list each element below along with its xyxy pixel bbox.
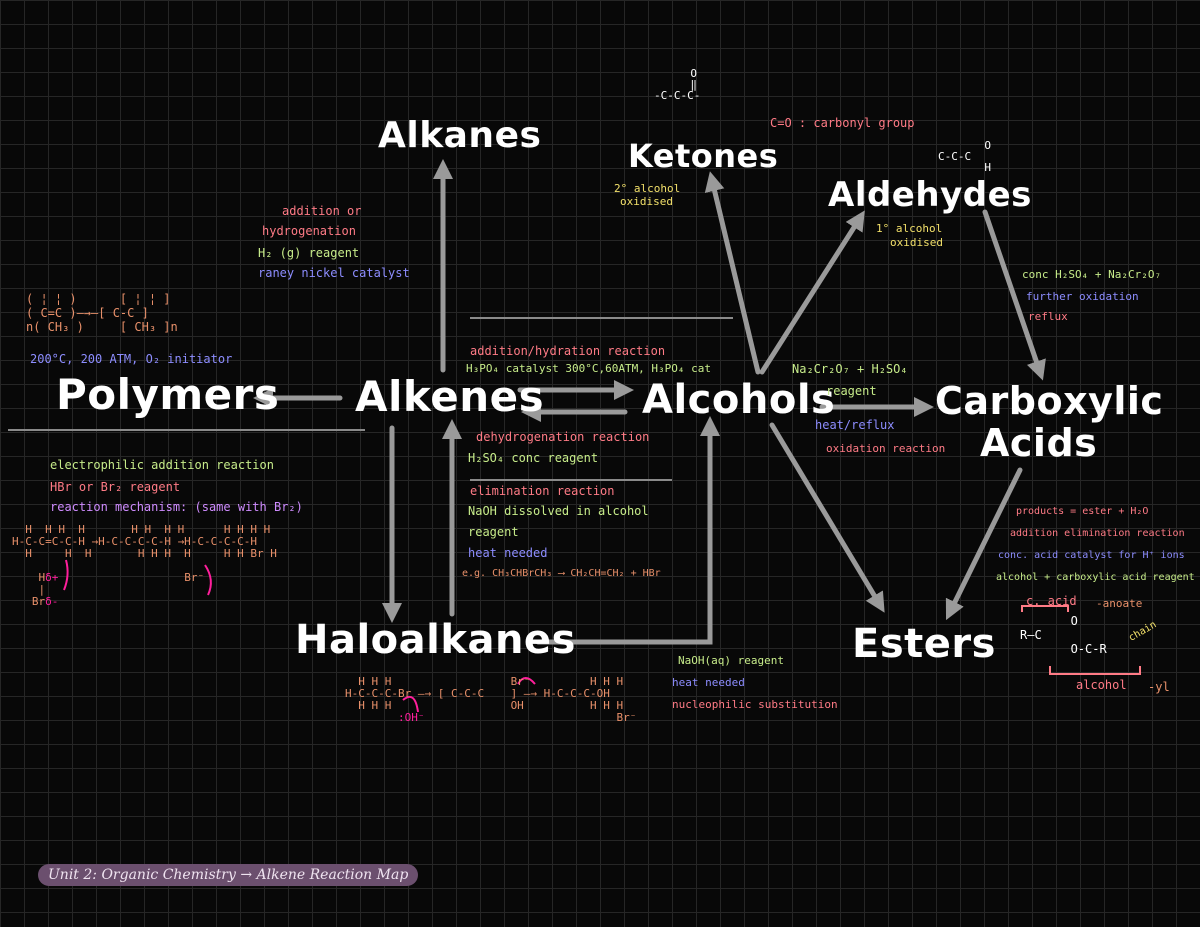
footer-title: Unit 2: Organic Chemistry → Alkene React… (38, 864, 419, 886)
substitution-structures: H H H Br⁻ H H H H-C-C-C-Br —→ [ C-C-C ] … (345, 675, 637, 724)
arrow-aldehydes-to-carboxylic (982, 209, 1046, 381)
ester-note-reagent: alcohol + carboxylic acid reagent (996, 572, 1195, 583)
hydration-note-catalyst: H₃PO₄ catalyst 300°C,60ATM, H₃PO₄ cat (466, 362, 712, 375)
ester-acid-bracket (1021, 605, 1069, 612)
mechanism-curly-arrow-1 (63, 559, 69, 591)
node-carboxylic-acids-line2: Acids (980, 421, 1098, 465)
polymer-structure: ( ¦ ¦ ) [ ¦ ¦ ] ( C=C )—→—[ C-C ] n( CH₃… (26, 292, 178, 334)
carboxylic-note-further: further oxidation (1026, 290, 1139, 303)
ester-label-anoate: -anoate (1096, 597, 1143, 610)
hydration-note-reaction: addition/hydration reaction (470, 344, 666, 358)
elimination-note-naoh: NaOH dissolved in alcohol (468, 504, 649, 518)
oxidation-note-heat: heat/reflux (815, 418, 895, 432)
elimination-note-reaction: elimination reaction (470, 484, 615, 498)
substitution-note-reagent: NaOH(aq) reagent (678, 654, 784, 667)
ester-label-acid: c. acid (1026, 594, 1077, 608)
node-esters: Esters (852, 621, 996, 667)
carboxylic-note-reagent: conc H₂SO₄ + Na₂Cr₂O₇ (1022, 268, 1162, 281)
node-polymers: Polymers (56, 370, 280, 419)
ester-note-products: products = ester + H₂O (1016, 506, 1149, 517)
aldehydes-note-alcohol: 1° alcohol (876, 222, 943, 235)
ketones-note-alcohol: 2° alcohol (614, 182, 681, 195)
alkanes-note-reagent: H₂ (g) reagent (258, 246, 360, 260)
carboxylic-note-reflux: reflux (1028, 310, 1068, 323)
arrow-carboxylic-to-esters (945, 467, 1023, 621)
dehydration-note-reagent: H₂SO₄ conc reagent (468, 451, 599, 465)
ketones-note-oxidised: oxidised (620, 195, 673, 208)
electrophilic-note-mechanism: reaction mechanism: (same with Br₂) (50, 500, 303, 514)
arrow-alcohols-to-esters (769, 422, 885, 613)
ester-note-catalyst: conc. acid catalyst for H⁺ ions (998, 550, 1185, 561)
substitution-curly-arrow-2 (517, 677, 536, 685)
electrophilic-note-reagent: HBr or Br₂ reagent (50, 480, 181, 494)
arrow-alcohols-to-ketones (704, 171, 761, 375)
node-carboxylic-acids-line1: Carboxylic (935, 379, 1164, 423)
node-alkanes: Alkanes (378, 115, 542, 156)
ester-label-yl: -yl (1148, 680, 1170, 694)
ester-label-alcohol: alcohol (1076, 678, 1127, 692)
node-alkenes: Alkenes (355, 372, 545, 421)
aldehydes-note-oxidised: oxidised (890, 236, 943, 249)
elimination-note-example: e.g. CH₃CHBrCH₃ ⟶ CH₂CH=CH₂ + HBr (462, 568, 661, 579)
node-haloalkanes: Haloalkanes (295, 617, 576, 663)
arrow-haloalkanes-to-alcohols (535, 416, 720, 645)
electrophilic-mechanism-structures: H H H H H H H H H H H H H-C-C=C-C-H →H-C… (12, 523, 277, 608)
elimination-note-heat: heat needed (468, 546, 548, 560)
arrow-alcohols-to-aldehydes (759, 210, 865, 375)
alkanes-note-hydrogenation: hydrogenation (262, 224, 356, 238)
elimination-note-reagent: reagent (468, 525, 519, 539)
alkanes-note-catalyst: raney nickel catalyst (258, 266, 410, 280)
node-ketones: Ketones (628, 137, 779, 175)
substitution-note-heat: heat needed (672, 676, 745, 689)
dehydration-note-reaction: dehydrogenation reaction (476, 430, 650, 444)
electrophilic-note-reaction: electrophilic addition reaction (50, 458, 274, 472)
ester-note-addition-elimination: addition elimination reaction (1010, 528, 1185, 539)
aldehyde-structure: O C-C-C H (938, 139, 991, 174)
polymer-conditions: 200°C, 200 ATM, O₂ initiator (30, 352, 233, 366)
ester-alcohol-bracket (1049, 666, 1141, 675)
oxidation-note-reaction: oxidation reaction (826, 442, 946, 455)
mechanism-curly-arrow-2 (204, 564, 212, 596)
alkanes-note-addition: addition or (282, 204, 362, 218)
substitution-curly-arrow (402, 696, 419, 713)
node-aldehydes: Aldehydes (828, 175, 1032, 215)
oxidation-note-reagent: reagent (826, 384, 877, 398)
substitution-note-mechanism: nucleophilic substitution (672, 698, 838, 711)
ketone-structure: O ‖ -C-C-C- (654, 67, 701, 102)
carbonyl-note: C=O : carbonyl group (770, 116, 915, 130)
oxidation-note-reagent-formula: Na₂Cr₂O₇ + H₂SO₄ (792, 362, 908, 376)
node-alcohols: Alcohols (642, 377, 836, 423)
ester-structure: O R—C O-C-R (1020, 614, 1107, 656)
